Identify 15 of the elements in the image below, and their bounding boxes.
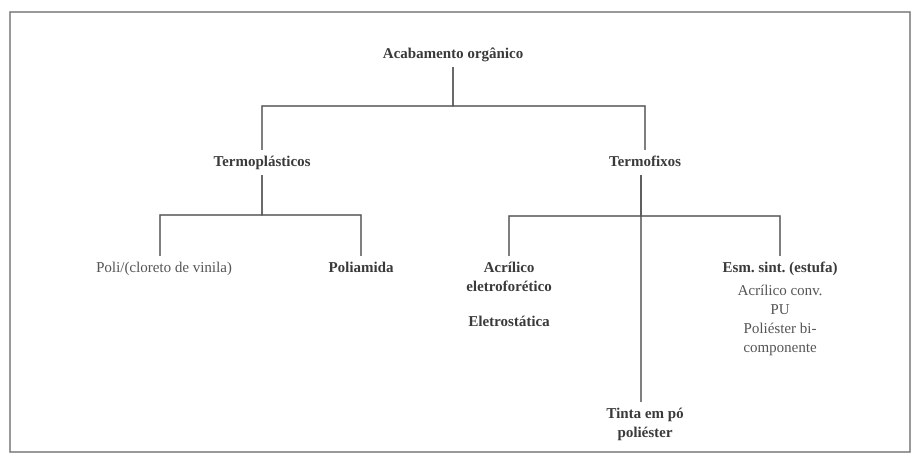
node-label: Tinta em pó poliéster	[605, 405, 685, 443]
node-label: Acrílico eletroforético	[465, 259, 553, 297]
node-label: Poliéster bi-componente	[742, 320, 818, 358]
node-label: Eletrostática	[467, 313, 551, 332]
node-label: Acrílico conv.	[736, 282, 824, 301]
node-label: Acabamento orgânico	[382, 45, 524, 64]
node-label: Termoplásticos	[212, 153, 312, 172]
node-label: PU	[769, 301, 791, 320]
node-label: Esm. sint. (estufa)	[722, 259, 838, 278]
connector-line	[640, 175, 781, 256]
connector-line	[261, 175, 362, 256]
node-label: Poli/(cloreto de vinila)	[95, 259, 233, 278]
connector-line	[452, 67, 646, 150]
node-label: Poliamida	[327, 259, 394, 278]
node-label: Termofixos	[608, 153, 682, 172]
